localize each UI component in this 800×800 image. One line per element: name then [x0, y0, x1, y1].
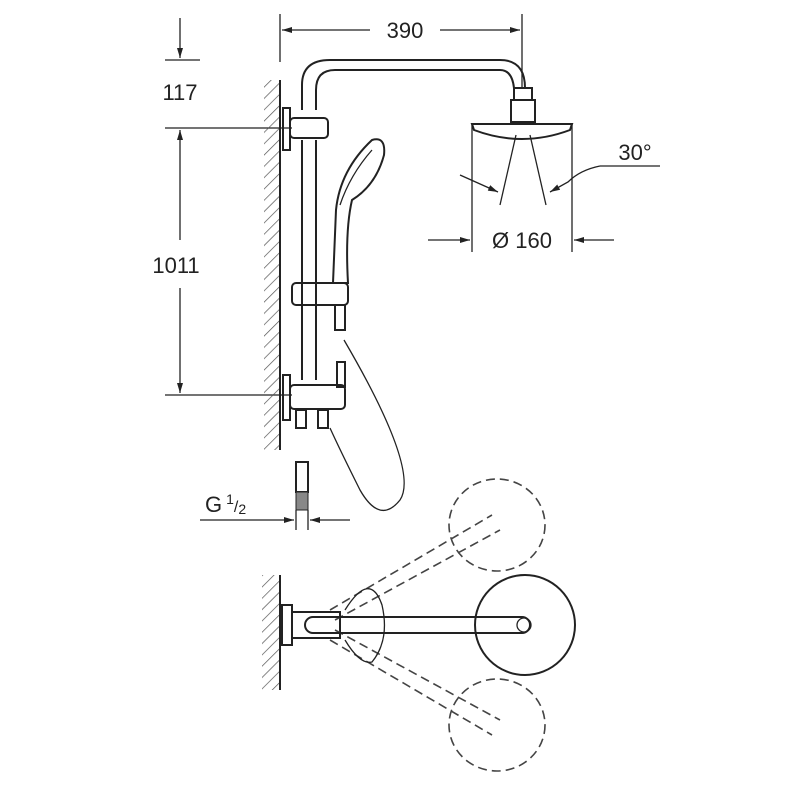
wall — [264, 80, 281, 450]
dim-label-390: 390 — [387, 18, 424, 43]
dim-label-1011: 1011 — [152, 253, 199, 278]
dim-label-diameter: Ø 160 — [492, 228, 552, 253]
dimension-arm-length: 390 — [279, 14, 523, 88]
shower-rail — [282, 59, 526, 429]
dim-label-117: 117 — [162, 80, 197, 105]
dimension-head-diameter: Ø 160 — [428, 228, 614, 253]
hand-shower — [329, 138, 405, 511]
dimension-heights: 117 1011 — [152, 18, 292, 396]
head-shower: 30° — [459, 87, 660, 252]
dim-label-spray-angle: 30° — [618, 140, 651, 165]
plan-view-swivel — [262, 478, 576, 772]
